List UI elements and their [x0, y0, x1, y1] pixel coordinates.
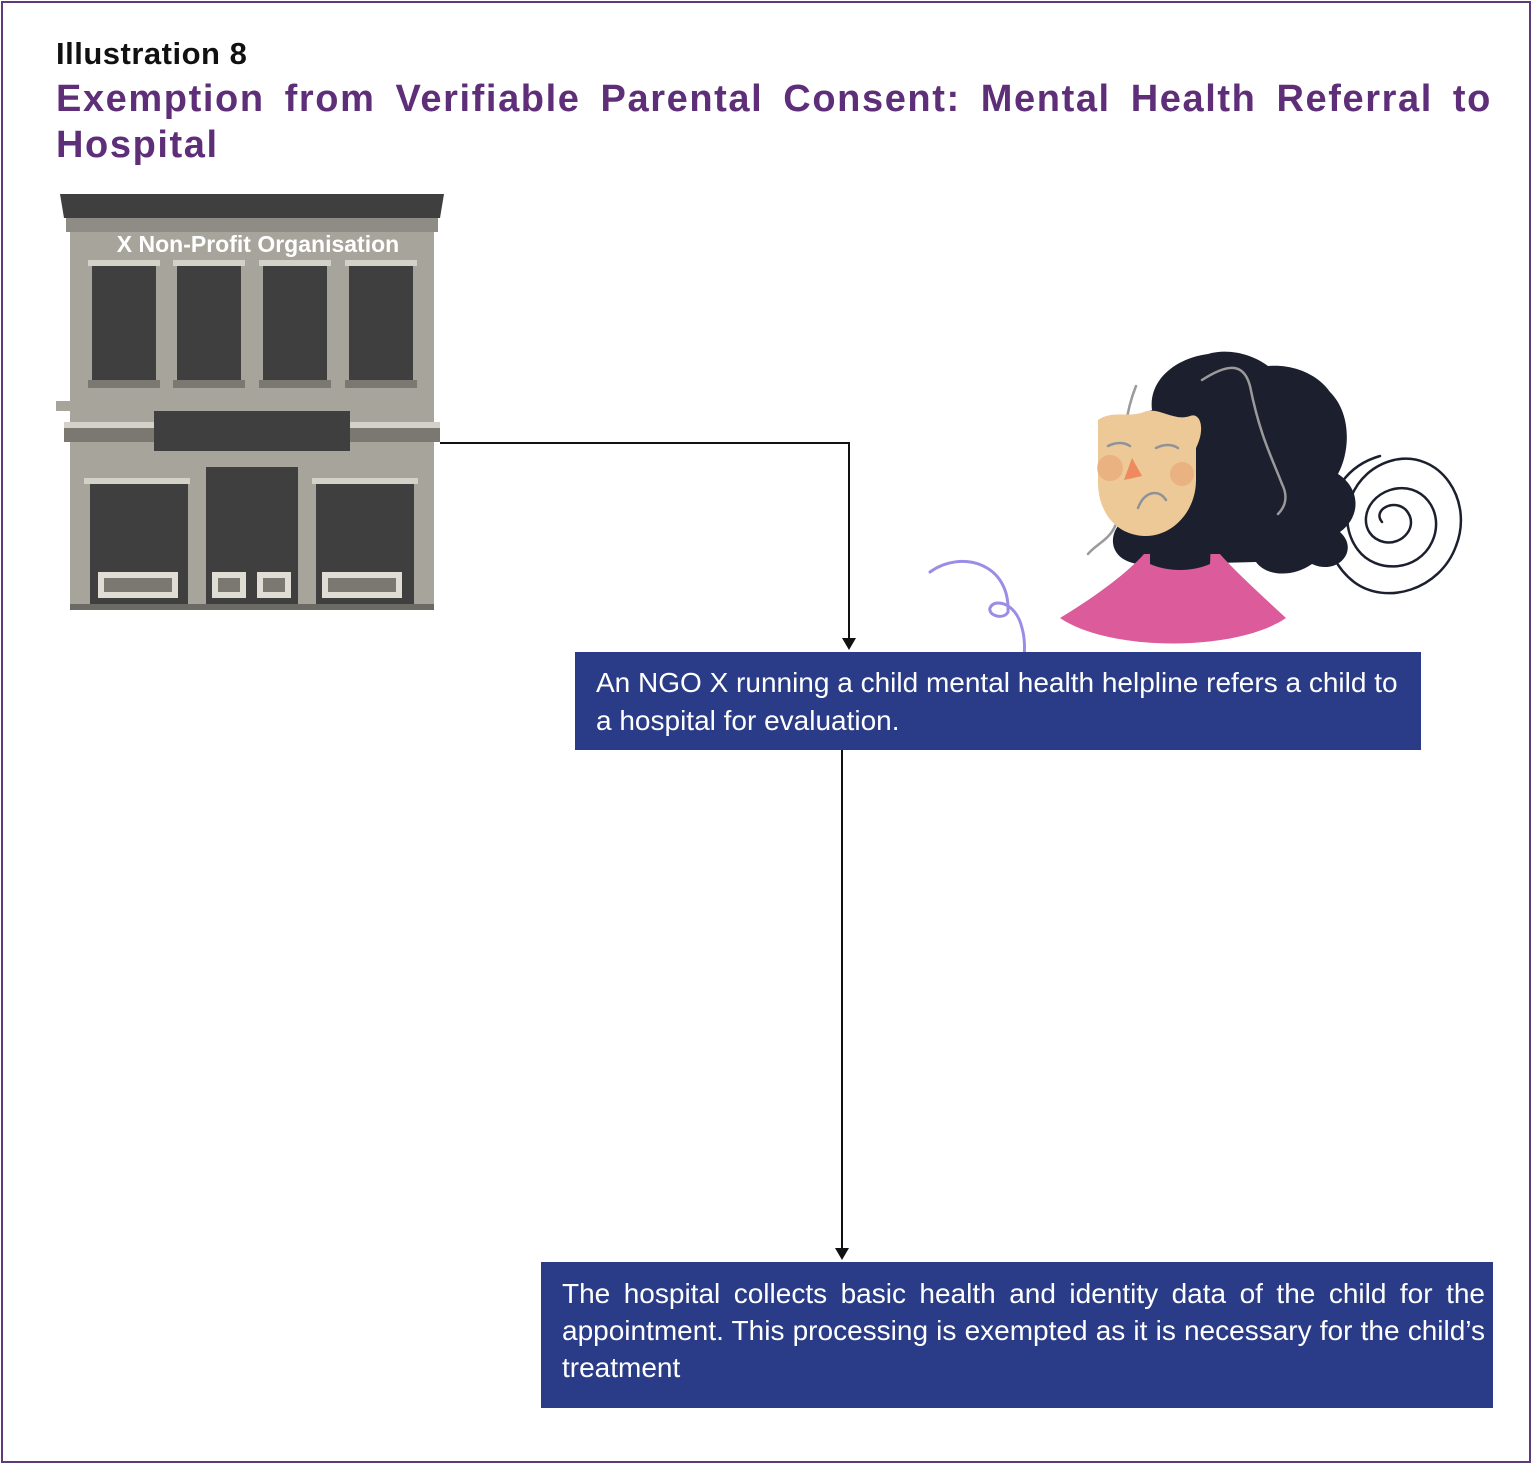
step-1-text: An NGO X running a child mental health h… — [596, 667, 1398, 736]
squiggle-decoration — [928, 559, 1026, 664]
building-icon: X Non-Profit Organisation — [56, 194, 444, 610]
illustration-number: Illustration 8 — [56, 36, 248, 71]
upper-windows — [88, 260, 417, 388]
step-1-box: An NGO X running a child mental health h… — [575, 652, 1421, 750]
spiral-decoration — [1325, 454, 1463, 595]
building-sign: X Non-Profit Organisation — [117, 231, 399, 257]
worried-child-icon — [928, 351, 1463, 664]
page-title: Exemption from Verifiable Parental Conse… — [56, 78, 1492, 166]
building-to-step1-arrow — [440, 442, 856, 650]
step-2-box: The hospital collects basic health and i… — [541, 1262, 1493, 1408]
step-2-text: The hospital collects basic health and i… — [562, 1278, 1485, 1383]
